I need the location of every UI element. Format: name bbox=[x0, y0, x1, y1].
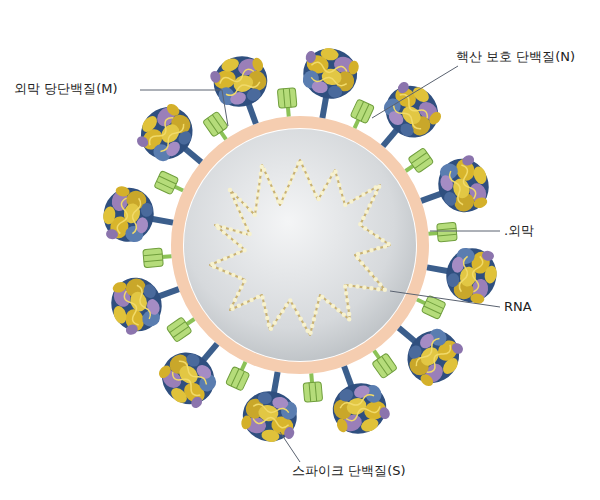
part-label: 스파이크 단백질(S) bbox=[292, 462, 406, 480]
part-label: .외막 bbox=[504, 222, 534, 240]
part-label: 핵산 보호 단백질(N) bbox=[456, 48, 575, 66]
part-label: RNA bbox=[504, 298, 532, 316]
part-label: 외막 당단백질(M) bbox=[14, 80, 118, 98]
